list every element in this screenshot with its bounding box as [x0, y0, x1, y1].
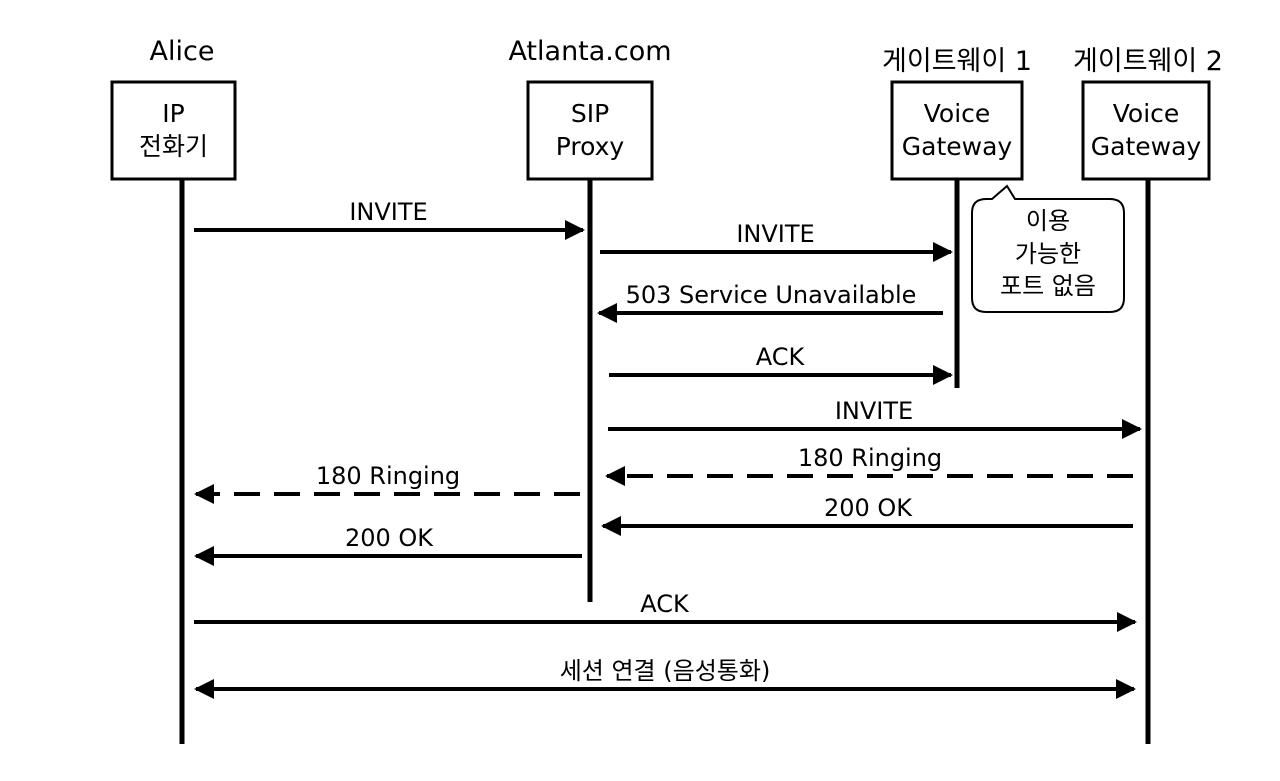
note-bubble — [971, 184, 1125, 313]
participant-box — [526, 80, 654, 181]
message-7: 180 Ringing — [194, 462, 580, 504]
message-1: INVITE — [194, 198, 585, 240]
participant-name: Alice — [150, 36, 215, 67]
participant-box-label: Gateway — [1091, 132, 1202, 161]
message-label: ACK — [640, 590, 690, 618]
participant-box — [1081, 80, 1211, 181]
message-label: ACK — [756, 343, 806, 371]
message-11: 세션 연결 (음성통화) — [194, 657, 1136, 699]
participant-name: 게이트웨이 1 — [882, 46, 1032, 77]
message-label: INVITE — [835, 397, 913, 425]
participant-name: Atlanta.com — [508, 36, 671, 67]
message-5: INVITE — [608, 397, 1142, 439]
note-line: 가능한 — [1015, 240, 1081, 268]
message-label: INVITE — [349, 198, 427, 226]
message-10: ACK — [194, 590, 1137, 632]
participant-box-label: 전화기 — [139, 132, 208, 161]
message-label: 세션 연결 (음성통화) — [560, 657, 771, 685]
message-6: 180 Ringing — [605, 444, 1133, 486]
message-8: 200 OK — [601, 494, 1133, 536]
message-2: INVITE — [600, 220, 953, 262]
message-4: ACK — [609, 343, 953, 385]
note-line: 포트 없음 — [1000, 272, 1096, 300]
message-3: 503 Service Unavailable — [597, 281, 943, 323]
message-label: 200 OK — [824, 494, 913, 522]
participant-box-label: Proxy — [556, 132, 625, 161]
note-line: 이용 — [1026, 207, 1070, 235]
participant-box-label: IP — [162, 99, 184, 128]
message-label: INVITE — [736, 220, 814, 248]
participant-box — [110, 80, 237, 181]
message-9: 200 OK — [194, 524, 582, 566]
participant-box-label: SIP — [571, 99, 609, 128]
participant-name: 게이트웨이 2 — [1073, 46, 1223, 77]
message-label: 503 Service Unavailable — [626, 281, 917, 309]
lifelines — [179, 179, 1151, 744]
message-label: 200 OK — [345, 524, 434, 552]
message-label: 180 Ringing — [316, 462, 460, 490]
message-label: 180 Ringing — [798, 444, 942, 472]
participant-box-label: Gateway — [902, 132, 1013, 161]
participant-box-label: Voice — [1113, 99, 1180, 128]
participant-box — [890, 80, 1024, 181]
participant-box-label: Voice — [924, 99, 991, 128]
